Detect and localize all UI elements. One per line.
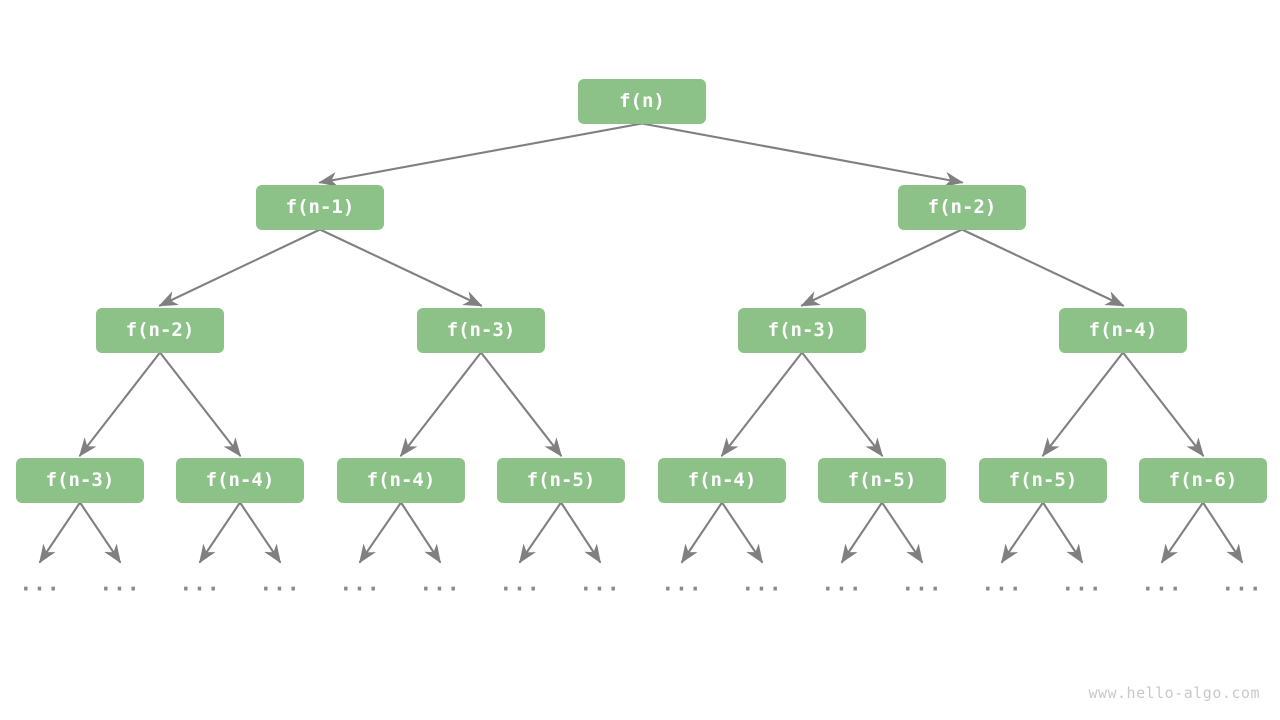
tree-node-label: f(n-3)	[45, 468, 115, 491]
stub-edge-n10-6	[518, 501, 563, 564]
tree-node-label: f(n-6)	[1168, 468, 1238, 491]
tree-node-label: f(n-5)	[1008, 468, 1078, 491]
stub-edge-n12-11	[880, 501, 924, 564]
stub-edge-n7-0	[38, 501, 82, 564]
edge-n0-to-n2	[640, 122, 964, 187]
tree-node-n0: f(n)	[578, 78, 706, 124]
stub-edge-n11-9	[720, 501, 764, 564]
ellipsis-11: ...	[901, 571, 943, 596]
tree-node-label: f(n-3)	[767, 318, 837, 341]
tree-node-label: f(n-4)	[366, 468, 436, 491]
ellipsis-5: ...	[419, 571, 461, 596]
ellipsis-0: ...	[19, 571, 61, 596]
ellipsis-8: ...	[661, 571, 703, 596]
tree-node-label: f(n-1)	[285, 195, 355, 218]
tree-node-n3: f(n-2)	[96, 307, 224, 353]
edge-n6-to-n13	[1041, 351, 1125, 457]
stub-edge-n9-5	[399, 501, 442, 564]
stub-edge-n10-7	[559, 501, 602, 564]
tree-node-label: f(n-2)	[125, 318, 195, 341]
ellipsis-15: ...	[1221, 571, 1263, 596]
stub-edge-n8-3	[238, 501, 282, 564]
ellipsis-2: ...	[179, 571, 221, 596]
tree-node-label: f(n-4)	[1088, 318, 1158, 341]
ellipsis-7: ...	[579, 571, 621, 596]
tree-node-n4: f(n-3)	[417, 307, 545, 353]
tree-node-label: f(n-5)	[847, 468, 917, 491]
tree-node-n2: f(n-2)	[898, 184, 1026, 230]
tree-node-label: f(n)	[619, 89, 665, 112]
tree-node-label: f(n-2)	[927, 195, 997, 218]
ellipsis-14: ...	[1141, 571, 1183, 596]
tree-node-n12: f(n-5)	[818, 457, 946, 503]
ellipsis-13: ...	[1061, 571, 1103, 596]
watermark: www.hello-algo.com	[1088, 684, 1260, 702]
edge-n5-to-n12	[800, 351, 884, 457]
edge-n4-to-n9	[399, 351, 483, 457]
edge-n0-to-n1	[318, 122, 644, 187]
edge-n4-to-n10	[479, 351, 563, 457]
edge-n2-to-n5	[800, 228, 964, 307]
tree-node-n1: f(n-1)	[256, 184, 384, 230]
ellipsis-3: ...	[259, 571, 301, 596]
ellipsis-9: ...	[741, 571, 783, 596]
stub-edge-n14-14	[1160, 501, 1205, 564]
tree-node-n13: f(n-5)	[979, 457, 1107, 503]
stub-edge-n7-1	[78, 501, 122, 564]
edge-n3-to-n8	[158, 351, 242, 457]
tree-node-label: f(n-4)	[687, 468, 757, 491]
edge-n3-to-n7	[78, 351, 162, 457]
tree-node-n5: f(n-3)	[738, 307, 866, 353]
edge-n6-to-n14	[1121, 351, 1205, 457]
ellipsis-10: ...	[821, 571, 863, 596]
edge-n1-to-n3	[158, 228, 322, 307]
tree-node-n8: f(n-4)	[176, 457, 304, 503]
tree-node-n11: f(n-4)	[658, 457, 786, 503]
tree-node-n9: f(n-4)	[337, 457, 465, 503]
tree-node-label: f(n-5)	[526, 468, 596, 491]
tree-node-label: f(n-3)	[446, 318, 516, 341]
tree-node-n6: f(n-4)	[1059, 307, 1187, 353]
stub-edge-n9-4	[358, 501, 403, 564]
stub-edge-n13-13	[1041, 501, 1084, 564]
stub-edge-n12-10	[840, 501, 884, 564]
edge-n1-to-n4	[318, 228, 483, 307]
ellipsis-12: ...	[981, 571, 1023, 596]
edge-n2-to-n6	[960, 228, 1125, 307]
ellipsis-4: ...	[339, 571, 381, 596]
ellipsis-1: ...	[99, 571, 141, 596]
tree-node-n7: f(n-3)	[16, 457, 144, 503]
ellipsis-6: ...	[499, 571, 541, 596]
tree-node-label: f(n-4)	[205, 468, 275, 491]
stub-edge-n11-8	[680, 501, 724, 564]
stub-edge-n14-15	[1201, 501, 1244, 564]
tree-node-n14: f(n-6)	[1139, 457, 1267, 503]
tree-node-n10: f(n-5)	[497, 457, 625, 503]
stub-edge-n13-12	[1000, 501, 1045, 564]
stub-edge-n8-2	[198, 501, 242, 564]
edge-n5-to-n11	[720, 351, 804, 457]
